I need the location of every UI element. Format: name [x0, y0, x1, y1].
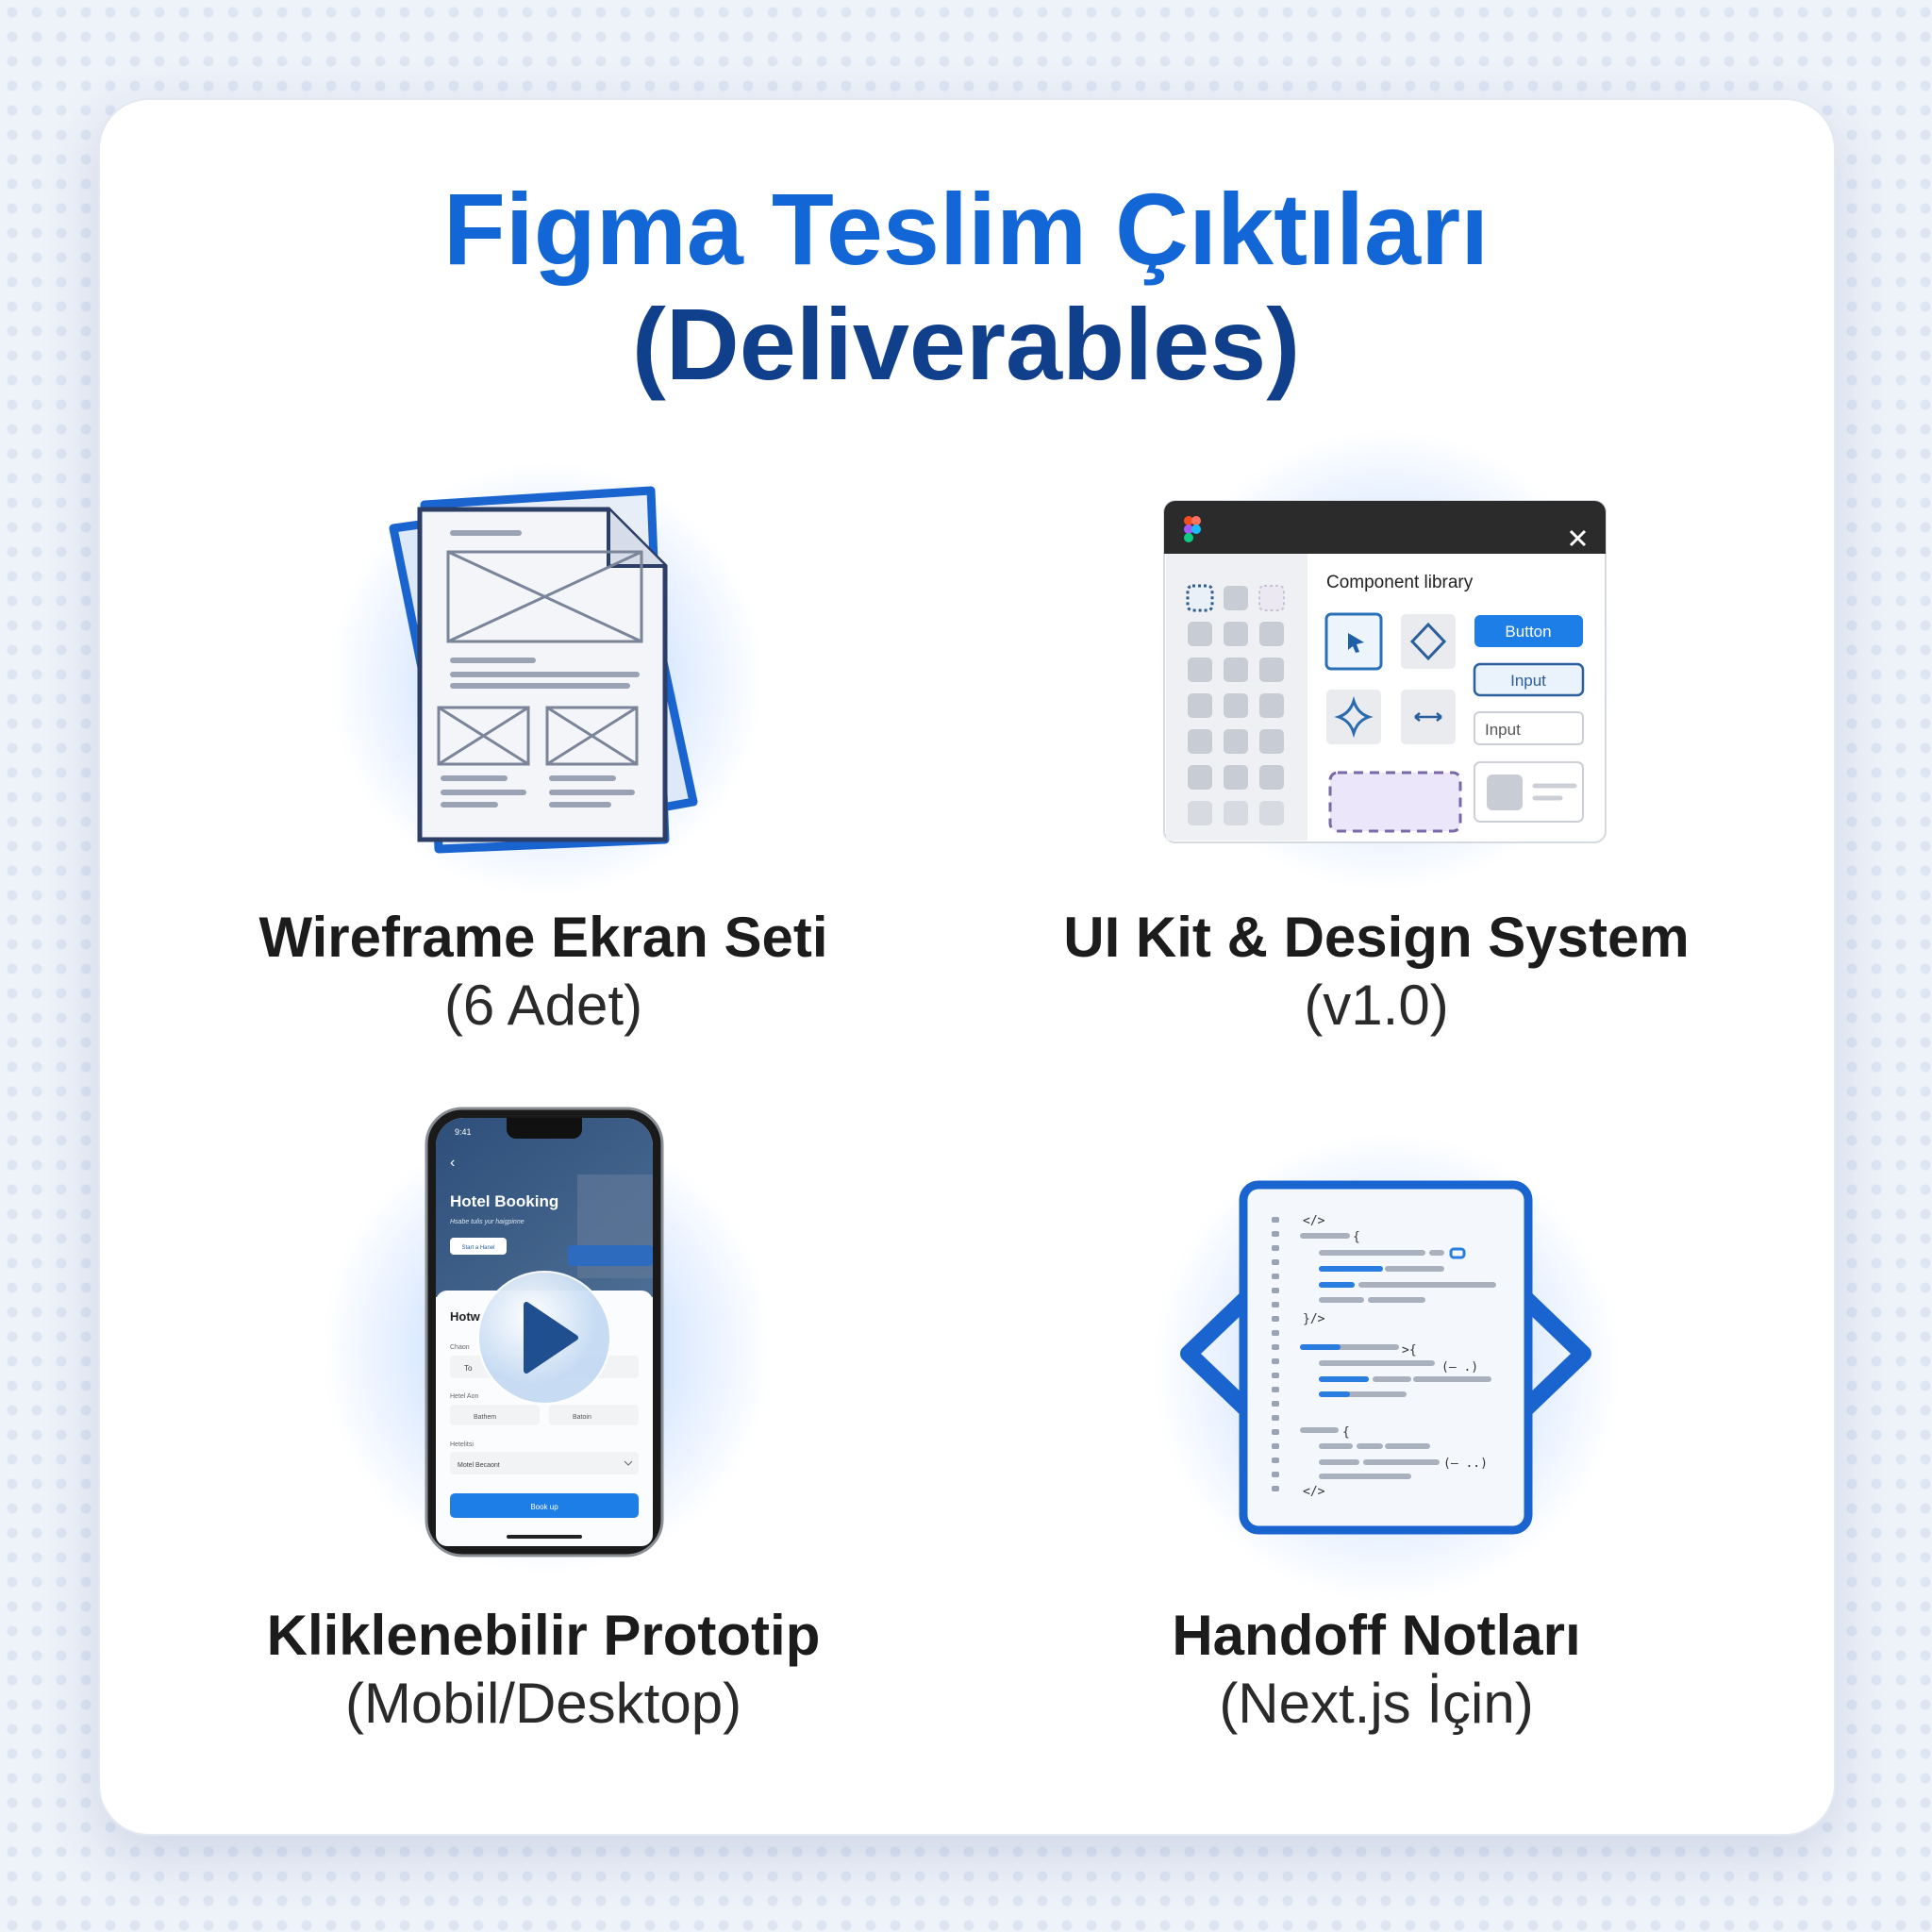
svg-text:}/>: }/>	[1303, 1312, 1325, 1326]
code-handoff-icon: </> { }/> >{ (— .) { (— ..) </>	[1180, 1180, 1591, 1535]
svg-text:(— .): (— .)	[1441, 1360, 1478, 1374]
star-icon	[1334, 695, 1374, 739]
back-icon: ‹	[450, 1155, 455, 1171]
item-subtitle: (6 Adet)	[443, 974, 643, 1037]
svg-text:Chaon: Chaon	[450, 1344, 470, 1351]
figma-component-library-icon: Component library Button Input Input	[1163, 500, 1607, 843]
svg-text:Input: Input	[1510, 672, 1546, 690]
svg-text:Hsabe tulis yur haigpinne: Hsabe tulis yur haigpinne	[450, 1219, 525, 1225]
svg-text:Start a Hanel: Start a Hanel	[461, 1245, 494, 1251]
input-active-sample: Input	[1473, 662, 1585, 697]
item-subtitle: (Next.js İçin)	[1219, 1672, 1534, 1735]
panel-heading: Component library	[1326, 573, 1474, 592]
svg-text:Book up: Book up	[530, 1503, 558, 1511]
svg-text:Motel Becaont: Motel Becaont	[458, 1462, 500, 1469]
close-icon	[1569, 529, 1587, 547]
item-subtitle: (Mobil/Desktop)	[344, 1672, 742, 1735]
status-time: 9:41	[455, 1127, 472, 1137]
svg-text:Bathem: Bathem	[474, 1414, 496, 1421]
item-ui-kit-label: UI Kit & Design System (v1.0)	[999, 904, 1754, 1040]
item-title: Wireframe Ekran Seti	[258, 906, 828, 969]
svg-text:Hotw: Hotw	[450, 1309, 481, 1324]
hero-heading: Hotel Booking	[450, 1192, 558, 1210]
item-title: UI Kit & Design System	[1063, 906, 1690, 969]
svg-text:{: {	[1342, 1425, 1350, 1440]
svg-text:Button: Button	[1505, 623, 1551, 641]
svg-text:(— ..): (— ..)	[1443, 1457, 1488, 1471]
svg-text:Hetelitsi: Hetelitsi	[450, 1441, 474, 1448]
svg-text:Hetel Aon: Hetel Aon	[450, 1393, 478, 1400]
item-title: Kliklenebilir Prototip	[266, 1604, 821, 1667]
phone-prototype-icon: 9:41 ‹ Hotel Booking Hsabe tulis yur hai…	[425, 1107, 664, 1557]
wireframe-pages-icon	[389, 486, 698, 854]
item-title: Handoff Notları	[1172, 1604, 1581, 1667]
diamond-icon	[1409, 622, 1447, 661]
figma-logo-icon	[1184, 516, 1201, 542]
page-title: Figma Teslim Çıktıları	[442, 172, 1490, 286]
item-handoff-label: Handoff Notları (Next.js İçin)	[999, 1602, 1754, 1738]
svg-text:</>: </>	[1303, 1485, 1325, 1499]
svg-text:>{: >{	[1402, 1343, 1417, 1357]
item-prototype-label: Kliklenebilir Prototip (Mobil/Desktop)	[166, 1602, 921, 1738]
deliverables-card	[98, 98, 1836, 1836]
svg-text:To: To	[464, 1364, 473, 1373]
svg-text:</>: </>	[1303, 1214, 1325, 1228]
svg-text:Batoin: Batoin	[573, 1414, 591, 1421]
play-icon	[477, 1271, 611, 1405]
input-plain-sample: Input	[1474, 711, 1584, 745]
book-button	[450, 1493, 639, 1518]
chevron-down-icon	[624, 1460, 633, 1466]
item-subtitle: (v1.0)	[1304, 974, 1449, 1037]
item-wireframe-label: Wireframe Ekran Seti (6 Adet)	[166, 904, 921, 1040]
svg-text:Input: Input	[1485, 721, 1521, 739]
svg-text:{: {	[1353, 1230, 1360, 1244]
page-subtitle: (Deliverables)	[631, 287, 1301, 401]
resize-arrow-icon	[1414, 712, 1442, 722]
button-sample: Button	[1474, 615, 1583, 647]
cursor-icon	[1348, 633, 1364, 653]
